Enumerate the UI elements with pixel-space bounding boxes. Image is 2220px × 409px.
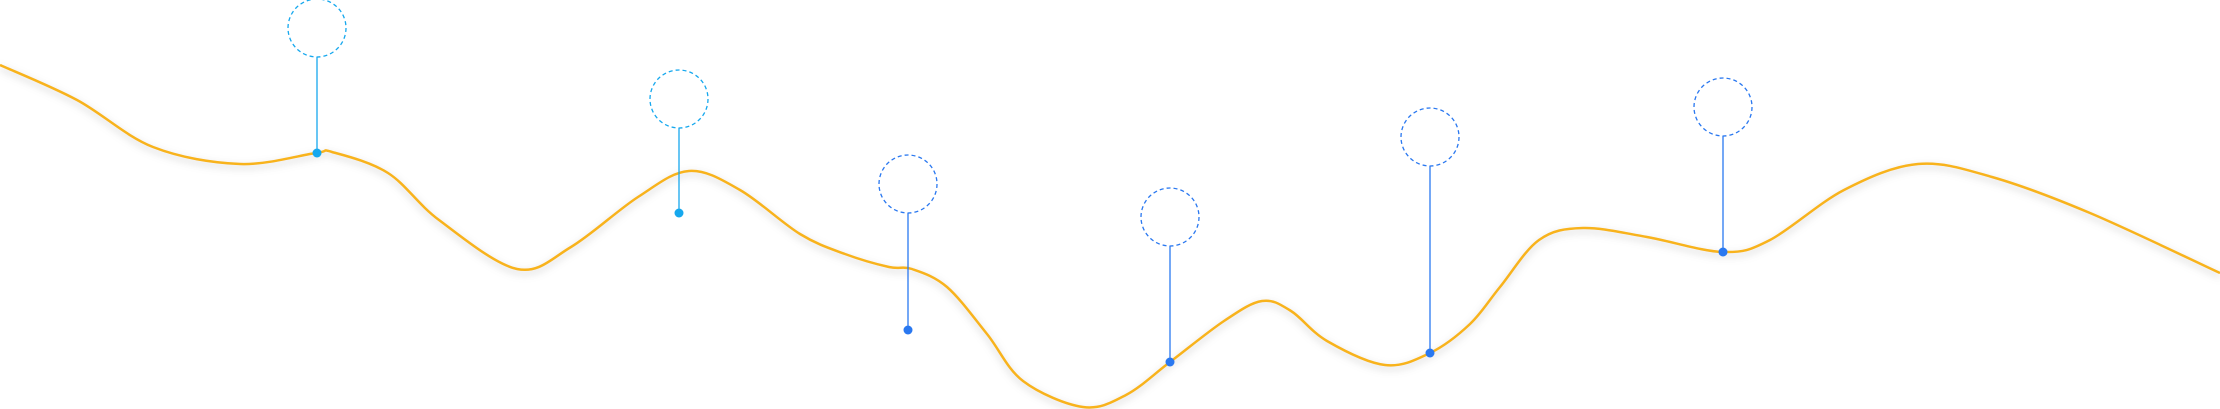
pin-marker-circle[interactable] <box>287 0 347 58</box>
pin-marker-circle[interactable] <box>1693 77 1753 137</box>
pin-4[interactable] <box>1140 187 1200 367</box>
pin-marker-circle[interactable] <box>1400 107 1460 167</box>
pin-anchor-dot <box>674 208 684 218</box>
pin-5[interactable] <box>1400 107 1460 358</box>
pin-2[interactable] <box>649 69 709 218</box>
pin-anchor-dot <box>1718 247 1728 257</box>
pin-1[interactable] <box>287 0 347 158</box>
pin-anchor-dot <box>312 148 322 158</box>
pin-anchor-dot <box>1165 357 1175 367</box>
pin-3[interactable] <box>878 154 938 335</box>
pin-anchor-dot <box>903 325 913 335</box>
pin-marker-circle[interactable] <box>1140 187 1200 247</box>
pin-6[interactable] <box>1693 77 1753 257</box>
pin-anchor-dot <box>1425 348 1435 358</box>
pin-marker-circle[interactable] <box>878 154 938 214</box>
pin-marker-circle[interactable] <box>649 69 709 129</box>
wave-curve <box>0 63 2220 409</box>
pins-group <box>287 0 1753 367</box>
